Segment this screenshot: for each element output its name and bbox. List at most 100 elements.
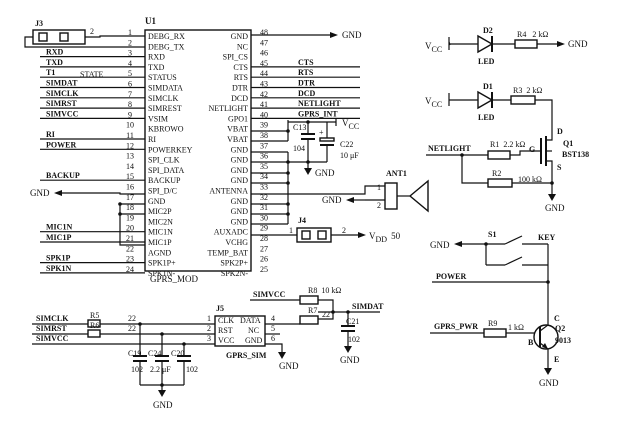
q1-ref: Q1 <box>563 139 573 148</box>
u1-pin-number: 19 <box>126 213 134 222</box>
net-label: GPRS_INT <box>298 109 338 118</box>
junction <box>286 202 290 206</box>
net-label: BACKUP <box>46 171 80 180</box>
net-label: MIC1P <box>46 233 71 242</box>
u1-pin-number: 11 <box>126 131 134 140</box>
u1-pin-name: SPI_DATA <box>148 166 184 175</box>
gnd-arrow <box>158 390 166 397</box>
junction <box>306 120 310 124</box>
u1-pin-number: 42 <box>260 90 268 99</box>
u1-pin-name: SPK2N- <box>221 269 248 278</box>
u1-pin-number: 30 <box>260 213 268 222</box>
ant1-body <box>384 182 398 210</box>
junction <box>182 342 186 346</box>
u1-pin-number: 22 <box>126 244 134 253</box>
j3-ref: J3 <box>35 19 43 28</box>
r9-body <box>483 328 507 338</box>
r7-body <box>299 315 319 325</box>
u1-pin-number: 5 <box>128 69 132 78</box>
u1-pin-name: NC <box>237 42 248 51</box>
j5-gnd-wire <box>265 343 283 352</box>
u1-pin-number: 36 <box>260 152 268 161</box>
q1-d: D <box>557 127 563 136</box>
u1-pin-name: RI <box>148 135 156 144</box>
d2-led-symbol <box>477 34 494 54</box>
junction <box>550 181 554 185</box>
gnd-bus-right <box>251 151 330 225</box>
u1-pin-name: MIC2P <box>148 207 172 216</box>
u1-pin-number: 23 <box>126 255 134 264</box>
r5-val: 22 <box>128 314 136 323</box>
gnd-arrow <box>557 41 565 47</box>
r3-drain-wire <box>535 99 553 133</box>
j5-body <box>214 315 266 347</box>
r6-body <box>87 329 101 338</box>
u1-pin-number: 40 <box>260 110 268 119</box>
gnd-label: GND <box>430 240 450 250</box>
junction <box>546 280 550 284</box>
u1-pin-name: CTS <box>233 63 248 72</box>
u1-pin-name: RXD <box>148 53 165 62</box>
u1-pin-number: 44 <box>260 69 268 78</box>
u1-pin-number: 3 <box>128 49 132 58</box>
r6-ref: R6 <box>90 321 99 330</box>
u1-pin-number: 12 <box>126 141 134 150</box>
s1b-lever <box>504 256 523 266</box>
junction <box>286 129 290 133</box>
net-label: TXD <box>46 58 63 67</box>
j5-nc: NC <box>248 326 259 335</box>
u1-pin-name: GND <box>231 156 249 165</box>
r4-body <box>514 39 538 49</box>
u1-pin-number: 25 <box>260 265 268 274</box>
ant1-pin1: 1 <box>377 183 381 192</box>
gprs-pwr-label: GPRS_PWR <box>434 322 478 331</box>
u1-pin-number: 35 <box>260 162 268 171</box>
r5-ref: R5 <box>90 311 99 320</box>
d2-led-label: LED <box>478 57 495 66</box>
u1-pin-number: 6 <box>128 80 132 89</box>
j5-n4: 4 <box>271 314 275 323</box>
simrst-label: SIMRST <box>36 324 67 333</box>
q2-ref: Q2 <box>555 324 565 333</box>
r2-ref: R2 <box>492 169 501 178</box>
gnd-arrow <box>344 346 352 353</box>
u1-pin-number: 48 <box>260 28 268 37</box>
junction <box>286 171 290 175</box>
u1-pin-number: 28 <box>260 234 268 243</box>
q2-collector <box>539 323 549 332</box>
u1-pin-name: KBROWO <box>148 125 184 134</box>
key-circuit: GND S1 KEY POWER <box>430 230 556 323</box>
j4-pin2: 2 <box>342 226 346 235</box>
u1-pin-name: DEBG_TX <box>148 42 185 51</box>
ant-signal-wire <box>330 185 385 195</box>
gnd-pin17: GND <box>30 188 145 246</box>
gprs-sim-label: GPRS_SIM <box>226 351 267 360</box>
gnd48-arrow <box>330 32 338 38</box>
ant1-pin2: 2 <box>377 201 381 210</box>
net-label: SIMVCC <box>46 109 79 118</box>
net-label: RXD <box>46 48 64 57</box>
r3-body <box>510 95 536 105</box>
u1-pin-name: AUXADC <box>214 228 248 237</box>
j5-n2: 2 <box>207 324 211 333</box>
d1-led-symbol <box>477 90 494 110</box>
u1-module: U1 GPRS_MOD DEBG_RX1DEBG_TX2RXD3TXD4STAT… <box>126 16 268 284</box>
u1-pin-name: TXD <box>148 63 165 72</box>
j5-n1: 1 <box>207 314 211 323</box>
junction <box>138 322 142 326</box>
antenna-symbol <box>408 179 429 213</box>
u1-pin-number: 15 <box>126 172 134 181</box>
junction <box>346 310 350 314</box>
r7-ref: R7 <box>308 306 317 315</box>
d1-ref: D1 <box>483 82 493 91</box>
gnd-label: GND <box>568 39 588 49</box>
junction <box>331 310 335 314</box>
u1-pin-number: 1 <box>128 28 132 37</box>
state-label: STATE <box>80 70 103 79</box>
q2-e: E <box>554 355 559 364</box>
j5-clk: CLK <box>218 316 234 325</box>
left-nets: RXDTXDT1SIMDATSIMCLKSIMRSTSIMVCCRIPOWERB… <box>40 48 145 274</box>
